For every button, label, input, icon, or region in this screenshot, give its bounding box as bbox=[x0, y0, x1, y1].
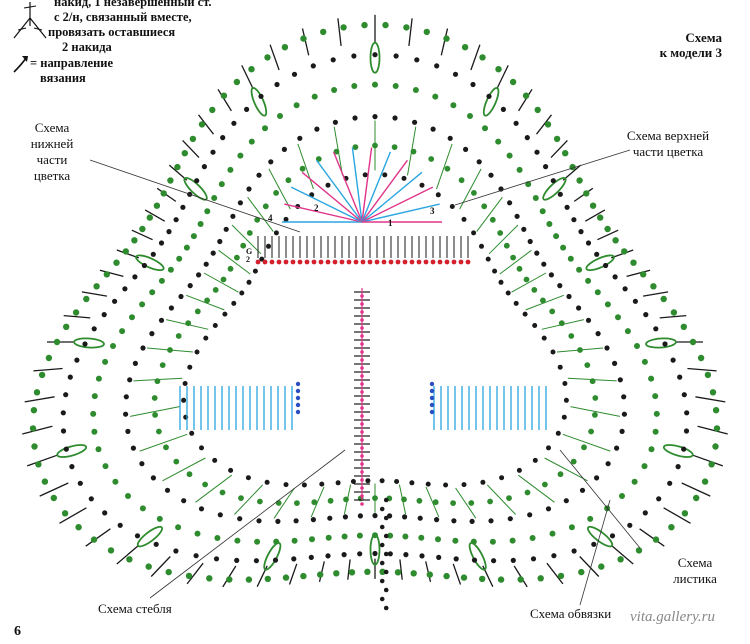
row-number-4: 4 bbox=[268, 213, 273, 223]
upper-flower-label-1: Схема верхней bbox=[626, 128, 710, 143]
legend-line-4: 2 накида bbox=[62, 40, 112, 54]
row-number-2: 2 bbox=[314, 203, 319, 213]
leaf-schema bbox=[179, 381, 547, 430]
legend-arrow-text: = направление bbox=[30, 56, 114, 70]
leaf-label-2: листика bbox=[673, 571, 717, 586]
page-number: 6 bbox=[14, 624, 21, 639]
legend-symbol-icon bbox=[13, 2, 47, 39]
lower-flower-label-3: части bbox=[36, 152, 68, 167]
lower-flower-label-1: Схема bbox=[34, 120, 70, 135]
legend-arrow-text-2: вязания bbox=[40, 71, 86, 85]
flower-schema bbox=[255, 147, 471, 265]
legend-line-3: провязать оставшиеся bbox=[48, 25, 176, 39]
edging-label: Схема обвязки bbox=[530, 606, 612, 621]
stem-schema bbox=[354, 288, 389, 611]
chain-rings bbox=[29, 21, 721, 583]
legend-line-2: с 2/н, связанный вместе, bbox=[54, 10, 192, 24]
row-number-1: 1 bbox=[388, 218, 393, 228]
leaf-label-1: Схема bbox=[677, 555, 713, 570]
legend-line-1: накид, 1 незавершенный ст. bbox=[54, 0, 212, 9]
lower-flower-label-2: нижней bbox=[30, 136, 74, 151]
watermark: vita.gallery.ru bbox=[630, 609, 715, 625]
row-number-g2: 2 bbox=[246, 255, 250, 264]
row-number-3: 3 bbox=[430, 206, 435, 216]
row-number-g: G bbox=[246, 247, 253, 256]
upper-flower-label-2: части цветка bbox=[632, 144, 704, 159]
direction-arrow-icon bbox=[13, 56, 28, 73]
stem-label: Схема стебля bbox=[98, 601, 172, 616]
stitch-spokes bbox=[22, 14, 728, 588]
title-line-1: Схема bbox=[685, 30, 722, 45]
lower-flower-label-4: цветка bbox=[33, 168, 71, 183]
leader-lines bbox=[89, 149, 641, 606]
title-line-2: к модели 3 bbox=[659, 45, 722, 60]
